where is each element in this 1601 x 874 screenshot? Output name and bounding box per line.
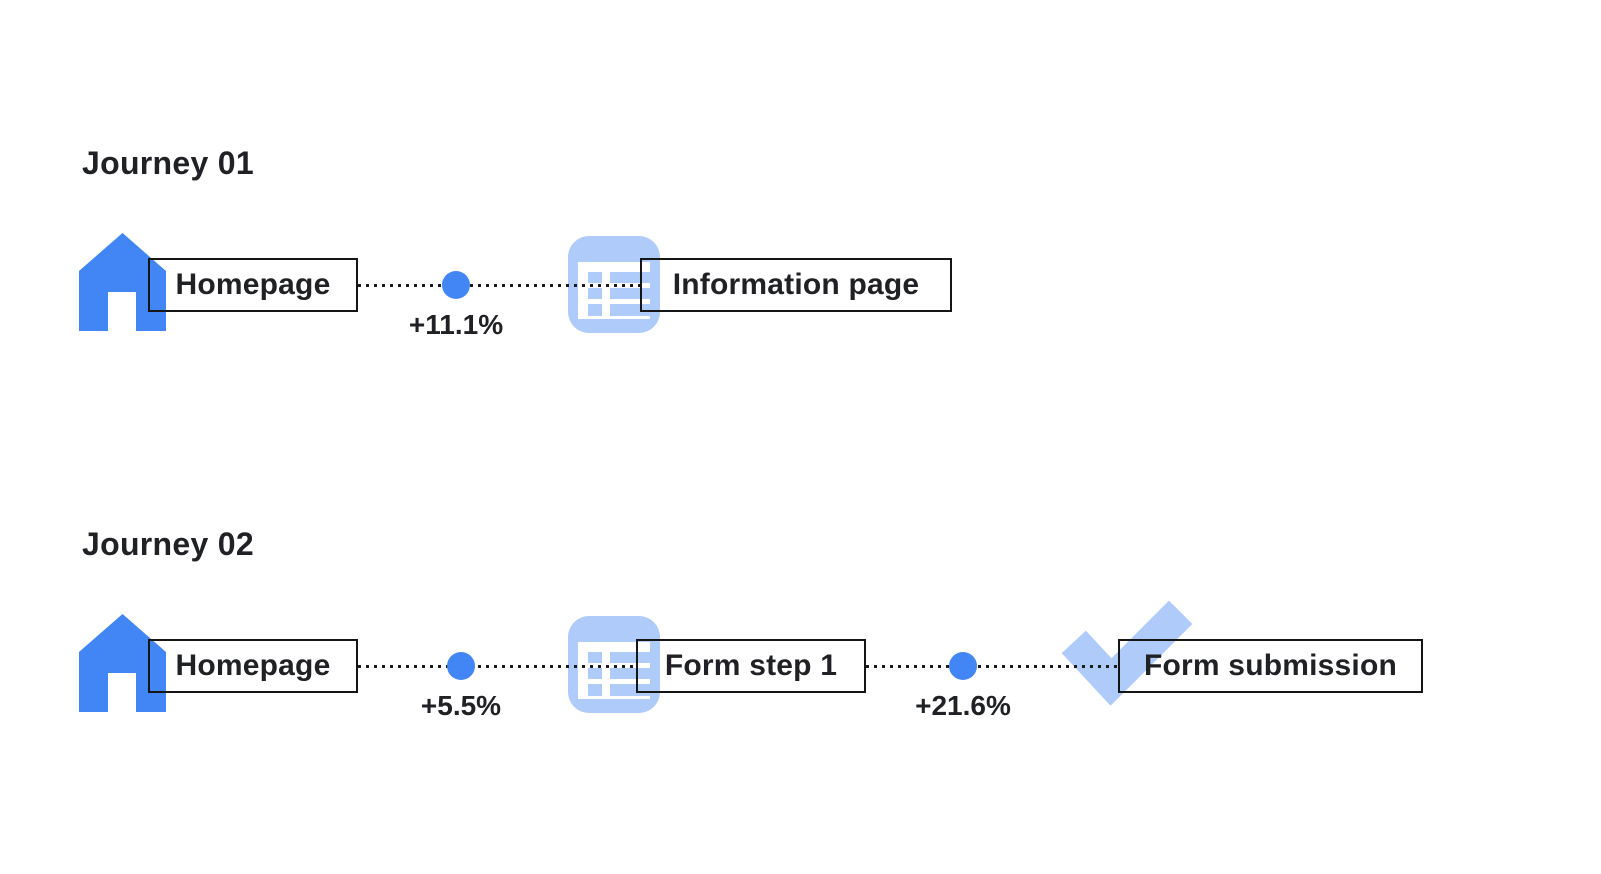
transition-dot — [447, 652, 475, 680]
transition-delta: +21.6% — [915, 690, 1011, 721]
transition-line — [866, 665, 1118, 668]
node-label: Form submission — [1143, 649, 1398, 682]
node-information-page: Information page — [640, 258, 952, 312]
transition-dot — [442, 271, 470, 299]
transition-dot — [949, 652, 977, 680]
node-form-submission: Form submission — [1118, 639, 1423, 693]
transition-delta: +11.1% — [408, 309, 504, 340]
node-label: Homepage — [175, 268, 331, 301]
form-submission-check-icon — [1040, 592, 1210, 722]
node-form-step-1: Form step 1 — [636, 639, 866, 693]
transition-delta: +5.5% — [420, 690, 502, 721]
journey-1-title: Journey 01 — [82, 145, 254, 181]
node-label: Form step 1 — [664, 649, 838, 682]
transition-line — [358, 284, 640, 287]
node-homepage: Homepage — [148, 258, 358, 312]
node-label: Information page — [672, 268, 920, 301]
transition-line — [358, 665, 636, 668]
home-icon — [79, 614, 166, 712]
journey-2-title: Journey 02 — [82, 526, 254, 562]
node-label: Homepage — [175, 649, 331, 682]
node-homepage: Homepage — [148, 639, 358, 693]
home-icon — [79, 233, 166, 331]
